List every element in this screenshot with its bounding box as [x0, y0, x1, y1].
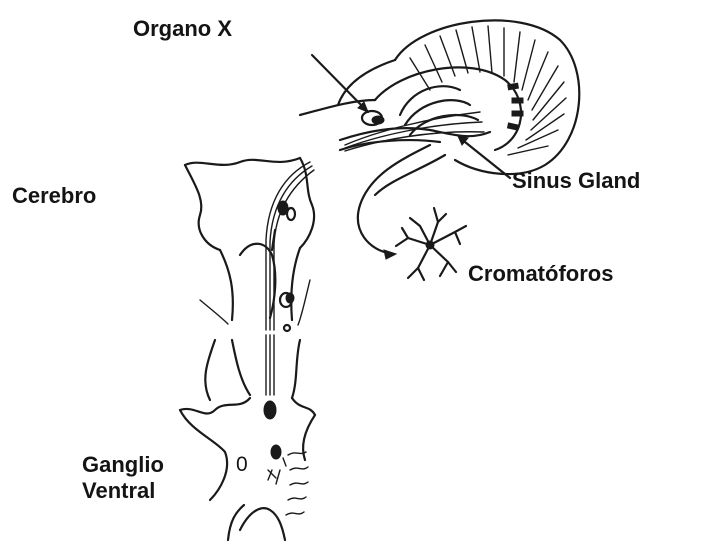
cerebro-label: Cerebro [12, 183, 96, 208]
organo-x-label: Organo X [133, 16, 232, 41]
ganglion-zero-mark: 0 [236, 453, 248, 477]
ventral-label: Ventral [82, 478, 155, 503]
eyestalk [300, 20, 579, 259]
chromatophore [396, 208, 466, 280]
ganglio-label: Ganglio [82, 452, 164, 477]
cromatoforos-label: Cromatóforos [468, 261, 613, 286]
brain [185, 158, 314, 331]
sinus-gland-label: Sinus Gland [512, 168, 640, 193]
